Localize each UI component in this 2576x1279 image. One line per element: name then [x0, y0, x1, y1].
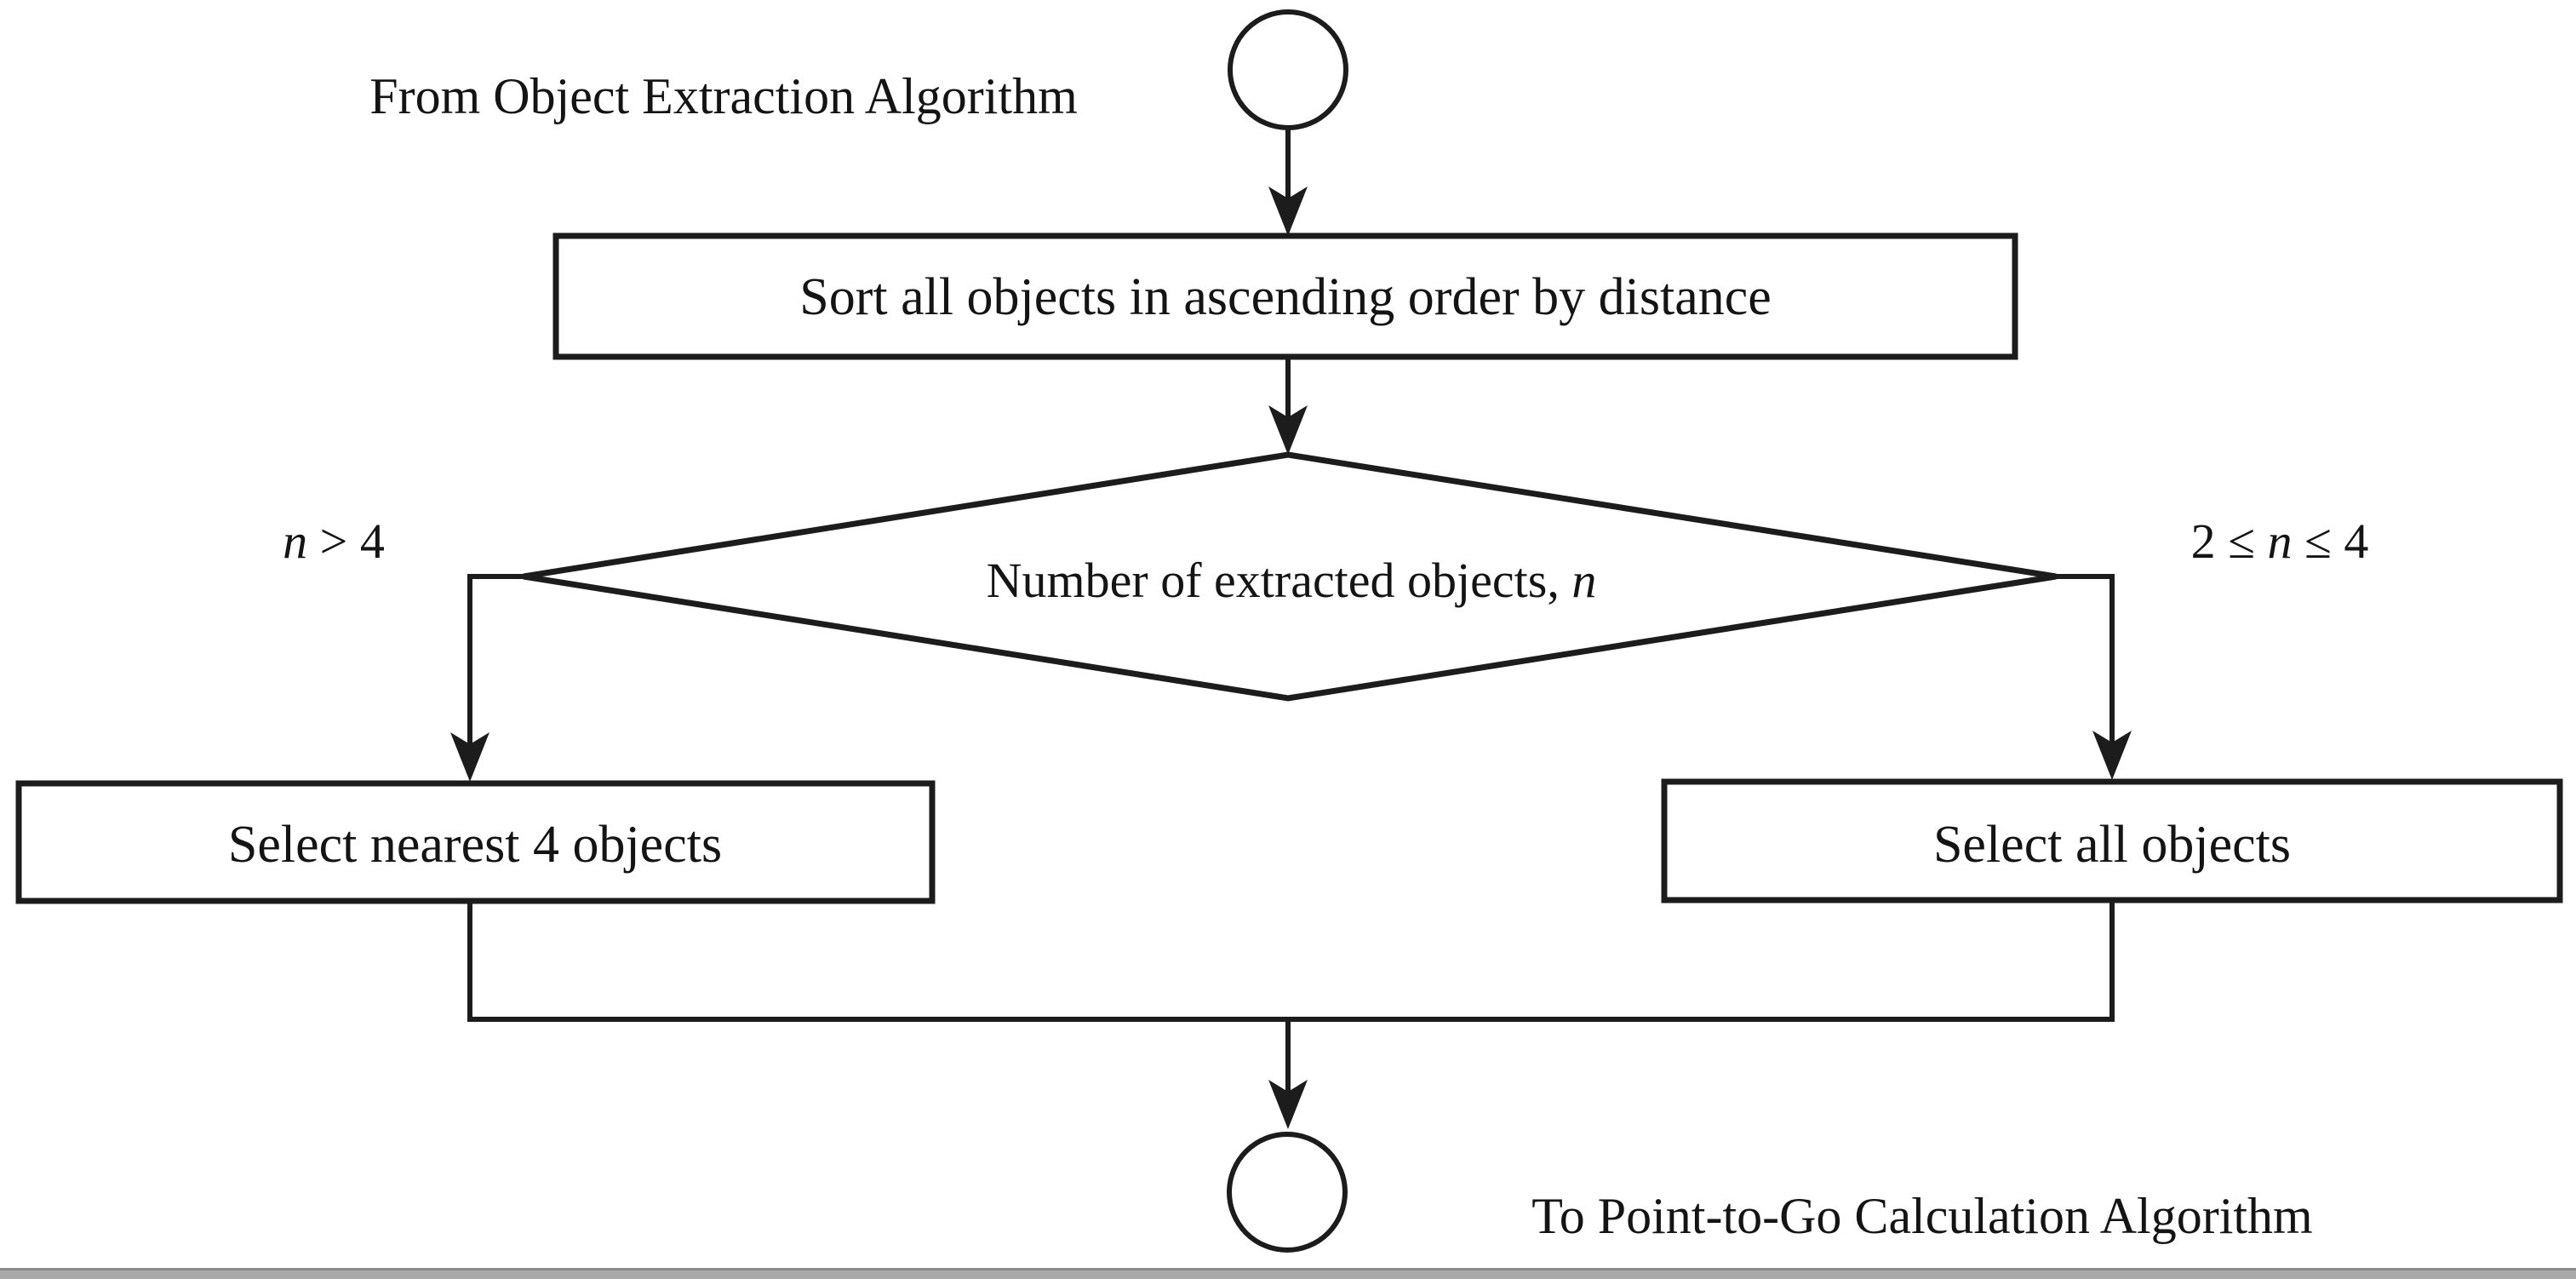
condition-right-label: 2 ≤ n ≤ 4: [2191, 513, 2369, 569]
condition-left-rest: > 4: [307, 513, 385, 569]
condition-right-pre: 2 ≤: [2191, 513, 2268, 569]
condition-left-variable: n: [283, 513, 307, 569]
arrow-merge-to-end-head: [1268, 1080, 1308, 1129]
decision-label: Number of extracted objects, n: [987, 553, 1597, 608]
branch-right-connector: [2056, 574, 2115, 749]
branch-left-connector: [467, 574, 524, 751]
sort-process-label: Sort all objects in ascending order by d…: [799, 268, 1772, 326]
decision-diamond: [523, 451, 2057, 702]
select-nearest-label: Select nearest 4 objects: [228, 816, 722, 874]
end-terminator-circle: [1227, 1132, 1348, 1253]
select-all-box: [1661, 778, 2563, 903]
condition-right-variable: n: [2268, 513, 2293, 569]
arrow-sort-to-decision-head: [1268, 405, 1308, 455]
decision-label-variable: n: [1571, 553, 1596, 608]
footer-bar: [0, 1268, 2576, 1279]
merge-connector: [467, 900, 2115, 1022]
condition-right-post: ≤ 4: [2293, 513, 2369, 569]
select-nearest-box: [15, 780, 936, 904]
arrow-start-to-sort-head: [1268, 186, 1308, 236]
branch-left-arrowhead: [450, 732, 489, 782]
sort-process-box: [552, 232, 2018, 360]
start-label: From Object Extraction Algorithm: [369, 68, 1078, 124]
condition-left-label: n > 4: [283, 513, 385, 569]
end-label: To Point-to-Go Calculation Algorithm: [1531, 1188, 2312, 1244]
select-all-label: Select all objects: [1933, 816, 2291, 874]
footer-bar-edge: [0, 1268, 2576, 1270]
start-terminator-circle: [1228, 9, 1348, 130]
branch-right-arrowhead: [2092, 731, 2132, 780]
decision-label-text: Number of extracted objects,: [987, 553, 1572, 608]
